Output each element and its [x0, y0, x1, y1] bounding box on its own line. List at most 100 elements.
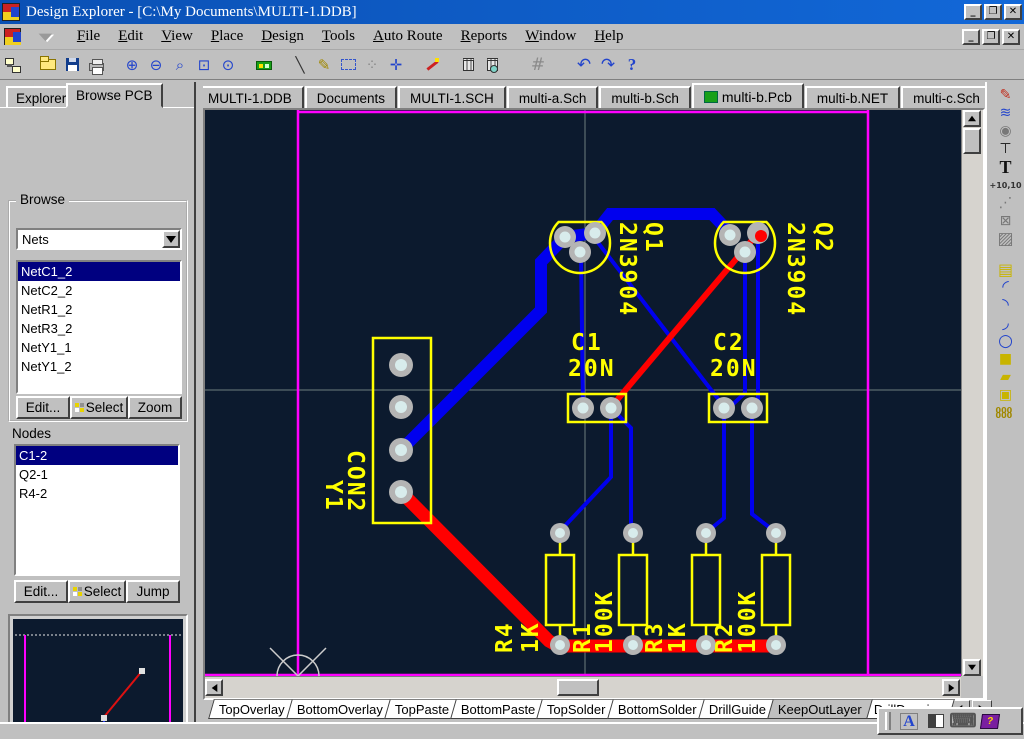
close-button[interactable]: ✕: [1004, 4, 1022, 20]
pad-array-icon[interactable]: 000 000: [996, 404, 1016, 422]
document-icon[interactable]: [4, 28, 21, 45]
node-edit-button[interactable]: Edit...: [14, 580, 68, 603]
help-icon[interactable]: ?: [620, 54, 644, 76]
net-list-item[interactable]: NetY1_2: [18, 357, 180, 376]
layer-tab-bottompaste[interactable]: BottomPaste: [450, 699, 546, 719]
menu-edit[interactable]: Edit: [109, 25, 152, 48]
scroll-up-button[interactable]: [963, 110, 981, 127]
save-icon[interactable]: [60, 54, 84, 76]
net-zoom-button[interactable]: Zoom: [128, 396, 182, 419]
minimize-button[interactable]: _: [964, 4, 982, 20]
text-tool-icon[interactable]: T: [992, 158, 1020, 176]
fill-rect-icon[interactable]: ■: [992, 350, 1020, 368]
net-edit-button[interactable]: Edit...: [16, 396, 70, 419]
scroll-down-button[interactable]: [963, 659, 981, 676]
menu-help[interactable]: Help: [585, 25, 632, 48]
menu-place[interactable]: Place: [202, 25, 252, 48]
via-icon[interactable]: ◉: [992, 122, 1020, 140]
room-icon[interactable]: ⊠: [992, 212, 1020, 230]
panel-splitter[interactable]: [196, 82, 203, 739]
polygon-bin-zoom-icon[interactable]: [480, 54, 504, 76]
tab-documents[interactable]: Documents: [305, 86, 397, 108]
net-list-item[interactable]: NetR1_2: [18, 300, 180, 319]
menu-reports[interactable]: Reports: [452, 25, 517, 48]
dimension-icon[interactable]: ⋰: [992, 194, 1020, 212]
undo-icon[interactable]: ↶: [572, 54, 596, 76]
tab-multi-b-net[interactable]: multi-b.NET: [805, 86, 900, 108]
help-book-icon[interactable]: ?: [979, 711, 1001, 731]
net-select-button[interactable]: Select: [70, 396, 128, 419]
vertical-scroll-thumb[interactable]: [963, 128, 981, 154]
pads[interactable]: [389, 222, 786, 655]
tracks-icon[interactable]: ≋: [992, 104, 1020, 122]
zoom-in-icon[interactable]: ⊕: [120, 54, 144, 76]
wand-icon[interactable]: [420, 54, 444, 76]
move-icon[interactable]: ✛: [384, 54, 408, 76]
tab-browse-pcb[interactable]: Browse PCB: [66, 83, 163, 108]
zoom-area-icon[interactable]: ⊡: [192, 54, 216, 76]
node-list-item[interactable]: C1-2: [16, 446, 178, 465]
horizontal-scroll-thumb[interactable]: [557, 679, 599, 696]
panel-toggle-icon[interactable]: [925, 711, 947, 731]
open-document-icon[interactable]: [36, 54, 60, 76]
tab-multi-b-sch[interactable]: multi-b.Sch: [599, 86, 691, 108]
toolbar-grip-handle[interactable]: [885, 712, 891, 730]
tab-multi1-ddb[interactable]: MULTI-1.DDB: [196, 86, 304, 108]
coordinate-icon[interactable]: +10,10: [992, 176, 1020, 194]
fill-hatch-icon[interactable]: ▨: [992, 230, 1020, 248]
child-restore-button[interactable]: ❐: [982, 29, 1000, 45]
layer-tab-keepoutlayer[interactable]: KeepOutLayer: [767, 699, 873, 719]
polygon-plane-icon[interactable]: ▰: [992, 368, 1020, 386]
tab-multi1-sch[interactable]: MULTI-1.SCH: [398, 86, 506, 108]
deselect-icon[interactable]: ⁘: [360, 54, 384, 76]
browse-component-icon[interactable]: [252, 54, 276, 76]
text-style-icon[interactable]: A: [898, 711, 920, 731]
arc-center-icon[interactable]: ◝: [992, 296, 1020, 314]
interactive-route-icon[interactable]: ✎: [992, 86, 1020, 104]
browse-mode-dropdown[interactable]: Nets: [16, 228, 182, 250]
scroll-left-button[interactable]: [205, 679, 223, 696]
zoom-window-icon[interactable]: ⌕: [168, 54, 192, 76]
track-blue-thick[interactable]: [401, 214, 730, 450]
menu-window[interactable]: Window: [516, 25, 585, 48]
dropdown-arrow-icon[interactable]: [162, 230, 180, 248]
layer-tab-topoverlay[interactable]: TopOverlay: [208, 699, 295, 719]
zoom-out-icon[interactable]: ⊖: [144, 54, 168, 76]
node-list-item[interactable]: Q2-1: [16, 465, 178, 484]
floating-mini-toolbar[interactable]: A ⌨ ?: [877, 707, 1023, 735]
paste-array-icon[interactable]: ▣: [992, 386, 1020, 404]
print-icon[interactable]: [84, 54, 108, 76]
pcb-canvas[interactable]: Q1 2N3904 Q2 2N3904 C1 20N C2 20N Y1 CON…: [205, 110, 961, 676]
node-select-button[interactable]: Select: [68, 580, 126, 603]
board-preview-pane[interactable]: [8, 614, 188, 739]
explorer-tree-icon[interactable]: [0, 54, 24, 76]
horizontal-scrollbar[interactable]: [205, 676, 961, 698]
menu-autoroute[interactable]: Auto Route: [364, 25, 452, 48]
child-minimize-button[interactable]: _: [962, 29, 980, 45]
net-list-item[interactable]: NetC2_2: [18, 281, 180, 300]
grid-icon[interactable]: #: [526, 54, 550, 76]
arc-angle-icon[interactable]: ◞: [992, 314, 1020, 332]
scroll-right-button[interactable]: [942, 679, 960, 696]
layer-tab-toppaste[interactable]: TopPaste: [384, 699, 460, 719]
vertical-scrollbar[interactable]: [961, 110, 983, 676]
node-jump-button[interactable]: Jump: [126, 580, 180, 603]
menu-tools[interactable]: Tools: [313, 25, 364, 48]
arc-edge-icon[interactable]: ◜: [992, 278, 1020, 296]
keyboard-icon[interactable]: ⌨: [952, 711, 974, 731]
full-circle-icon[interactable]: ○: [992, 332, 1020, 350]
menu-design[interactable]: Design: [252, 25, 313, 48]
tab-multi-c-sch[interactable]: multi-c.Sch: [901, 86, 992, 108]
layer-tab-drillguide[interactable]: DrillGuide: [698, 699, 777, 719]
tab-multi-a-sch[interactable]: multi-a.Sch: [507, 86, 599, 108]
menu-file[interactable]: File: [68, 25, 109, 48]
layer-tab-bottomoverlay[interactable]: BottomOverlay: [286, 699, 394, 719]
menu-view[interactable]: View: [152, 25, 202, 48]
tab-multi-b-pcb[interactable]: multi-b.Pcb: [692, 83, 804, 108]
child-close-button[interactable]: ✕: [1002, 29, 1020, 45]
zoom-point-icon[interactable]: ⊙: [216, 54, 240, 76]
layer-tab-topsolder[interactable]: TopSolder: [537, 699, 617, 719]
place-component-icon[interactable]: ▤: [992, 260, 1020, 278]
redo-icon[interactable]: ↷: [596, 54, 620, 76]
net-list-item[interactable]: NetR3_2: [18, 319, 180, 338]
